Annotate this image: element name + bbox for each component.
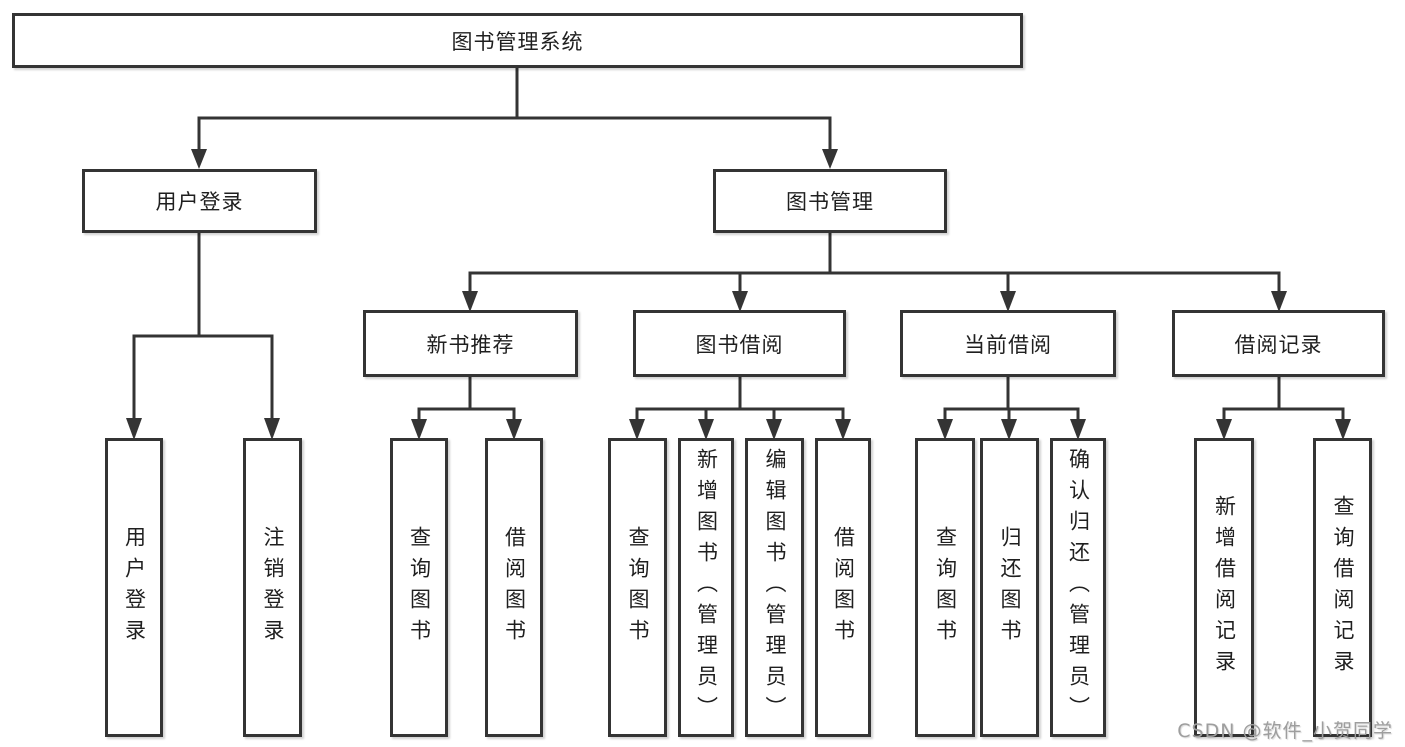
node-root: 图书管理系统 <box>12 13 1023 68</box>
node-book-borrow: 图书借阅 <box>633 310 846 377</box>
leaf-borrow-books-recommend-label: 借阅图书 <box>502 525 527 650</box>
leaf-query-borrow-record-label: 查询借阅记录 <box>1331 494 1355 681</box>
leaf-add-borrow-record: 新增借阅记录 <box>1194 438 1254 737</box>
leaf-logout: 注销登录 <box>243 438 302 737</box>
leaf-query-books-current: 查询图书 <box>915 438 975 737</box>
leaf-add-borrow-record-label: 新增借阅记录 <box>1212 494 1237 681</box>
leaf-confirm-return-admin-label: 确认归还（管理员） <box>1066 448 1091 727</box>
leaf-borrow-books-recommend: 借阅图书 <box>485 438 543 737</box>
node-book-management-label: 图书管理 <box>786 190 874 214</box>
node-new-book-recommend-label: 新书推荐 <box>426 332 515 357</box>
node-current-borrow-label: 当前借阅 <box>964 332 1052 357</box>
leaf-query-books-recommend-label: 查询图书 <box>407 525 432 650</box>
node-user-login-label: 用户登录 <box>155 190 244 214</box>
leaf-edit-books-admin: 编辑图书（管理员） <box>745 438 804 737</box>
node-book-management: 图书管理 <box>713 169 947 233</box>
leaf-add-books-admin-label: 新增图书（管理员） <box>694 448 719 727</box>
leaf-query-books-borrow: 查询图书 <box>608 438 667 737</box>
node-root-label: 图书管理系统 <box>451 29 584 54</box>
leaf-query-books-current-label: 查询图书 <box>933 525 958 650</box>
leaf-confirm-return-admin: 确认归还（管理员） <box>1050 438 1106 737</box>
leaf-borrow-books-label: 借阅图书 <box>831 525 856 650</box>
leaf-query-books-borrow-label: 查询图书 <box>626 525 650 650</box>
node-book-borrow-label: 图书借阅 <box>695 332 784 357</box>
leaf-add-books-admin: 新增图书（管理员） <box>678 438 734 737</box>
leaf-user-login-label: 用户登录 <box>122 525 147 650</box>
leaf-borrow-books: 借阅图书 <box>815 438 871 737</box>
leaf-edit-books-admin-label: 编辑图书（管理员） <box>763 448 787 727</box>
node-current-borrow: 当前借阅 <box>900 310 1116 377</box>
leaf-user-login: 用户登录 <box>105 438 163 737</box>
node-borrow-records-label: 借阅记录 <box>1234 332 1323 357</box>
node-new-book-recommend: 新书推荐 <box>363 310 578 377</box>
node-borrow-records: 借阅记录 <box>1172 310 1385 377</box>
csdn-watermark: CSDN @软件_小贺同学 <box>1177 720 1393 742</box>
leaf-return-books-label: 归还图书 <box>998 525 1022 650</box>
leaf-query-borrow-record: 查询借阅记录 <box>1313 438 1372 737</box>
leaf-query-books-recommend: 查询图书 <box>390 438 448 737</box>
leaf-return-books: 归还图书 <box>980 438 1039 737</box>
node-user-login: 用户登录 <box>82 169 317 233</box>
leaf-logout-label: 注销登录 <box>261 525 285 650</box>
arrowheads <box>126 149 1351 440</box>
